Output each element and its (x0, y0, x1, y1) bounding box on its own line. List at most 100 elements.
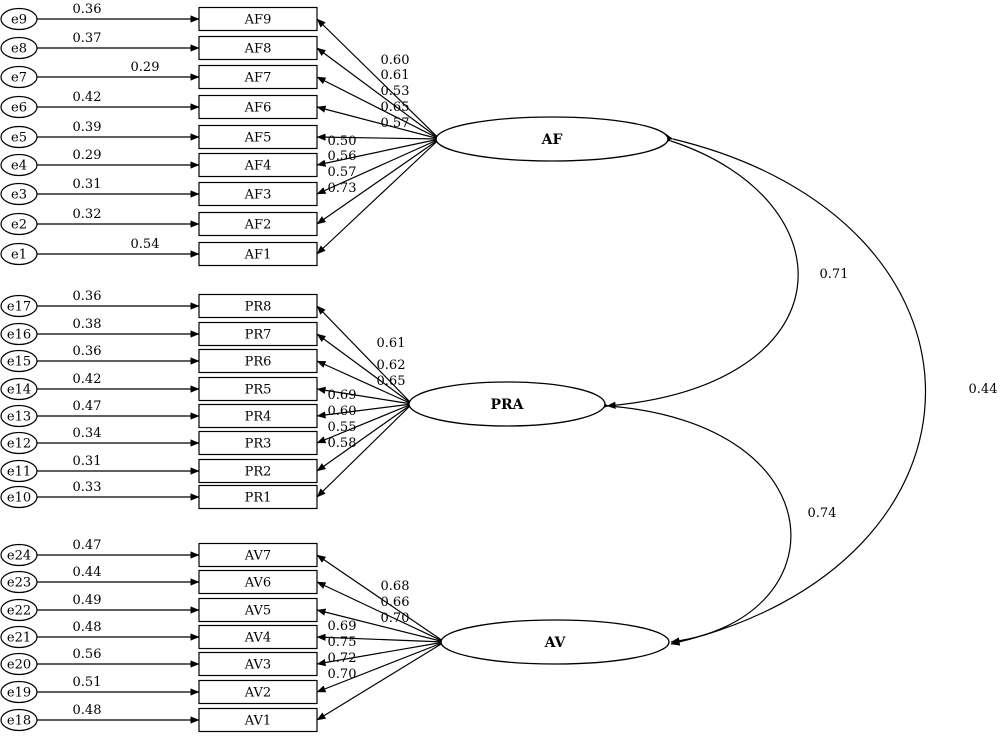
indicator-box (198, 64, 318, 90)
indicator-box (198, 569, 318, 595)
error-ellipse (0, 543, 38, 567)
error-ellipse (0, 7, 38, 31)
error-value-e5: 0.39 (73, 120, 102, 135)
indicator-node-pr8: PR8 (198, 293, 318, 319)
error-node-e9: e9 (0, 7, 38, 31)
loading-value-af9: 0.60 (381, 53, 410, 68)
indicator-node-pr4: PR4 (198, 403, 318, 429)
indicator-box (198, 241, 318, 267)
loading-value-av5: 0.70 (381, 611, 410, 626)
error-ellipse (0, 212, 38, 236)
error-value-e1: 0.54 (131, 237, 160, 252)
error-ellipse (0, 95, 38, 119)
indicator-node-af9: AF9 (198, 6, 318, 32)
indicator-box (198, 458, 318, 484)
error-node-e2: e2 (0, 212, 38, 236)
loading-path-pr7 (316, 333, 413, 405)
indicator-label: AF5 (244, 131, 272, 146)
latent-ellipse (440, 619, 670, 665)
error-ellipse (0, 570, 38, 594)
error-label: e13 (7, 410, 31, 425)
loading-value-pr6: 0.65 (377, 374, 406, 389)
indicator-label: AV7 (244, 549, 271, 564)
indicator-box (198, 679, 318, 705)
error-node-e5: e5 (0, 125, 38, 149)
correlation-value-af-pra: 0.71 (820, 267, 849, 282)
indicator-box (198, 707, 318, 733)
error-ellipse (0, 485, 38, 509)
indicator-box (198, 152, 318, 178)
loading-value-pr4: 0.60 (328, 404, 357, 419)
indicator-node-af2: AF2 (198, 211, 318, 237)
error-node-e20: e20 (0, 652, 38, 676)
error-node-e7: e7 (0, 65, 38, 89)
error-value-e8: 0.37 (73, 31, 102, 46)
indicator-box (198, 293, 318, 319)
error-node-e16: e16 (0, 322, 38, 346)
error-node-e22: e22 (0, 598, 38, 622)
indicator-label: PR5 (245, 383, 272, 398)
error-label: e8 (11, 42, 27, 57)
error-label: e21 (7, 631, 31, 646)
indicator-box (198, 376, 318, 402)
error-node-e11: e11 (0, 459, 38, 483)
loading-path-af4 (316, 138, 440, 167)
error-label: e1 (11, 248, 27, 263)
indicator-label: AV5 (244, 604, 271, 619)
latent-ellipse (408, 381, 606, 427)
error-value-e17: 0.36 (73, 289, 102, 304)
loading-value-pr7: 0.62 (377, 358, 406, 373)
error-value-e19: 0.51 (73, 675, 102, 690)
loading-path-af5 (316, 133, 440, 141)
loading-value-af8: 0.61 (381, 68, 410, 83)
indicator-node-av6: AV6 (198, 569, 318, 595)
error-value-e10: 0.33 (73, 480, 102, 495)
loading-path-af7 (316, 76, 440, 140)
error-label: e17 (7, 300, 31, 315)
indicator-label: AV2 (244, 686, 271, 701)
error-ellipse (0, 598, 38, 622)
indicator-node-af1: AF1 (198, 241, 318, 267)
loading-path-av4 (316, 633, 445, 643)
indicator-label: AV4 (244, 631, 271, 646)
indicator-label: AF6 (244, 101, 272, 116)
indicator-node-av4: AV4 (198, 624, 318, 650)
indicator-label: PR2 (245, 465, 272, 480)
indicator-label: AF4 (244, 159, 272, 174)
loading-value-av6: 0.66 (381, 595, 410, 610)
indicator-node-av2: AV2 (198, 679, 318, 705)
error-label: e23 (7, 576, 31, 591)
loading-value-av3: 0.75 (328, 635, 357, 650)
indicator-node-pr3: PR3 (198, 430, 318, 456)
error-ellipse (0, 377, 38, 401)
indicator-label: AV6 (244, 576, 271, 591)
error-ellipse (0, 125, 38, 149)
error-node-e18: e18 (0, 708, 38, 732)
loading-path-av1 (316, 641, 445, 721)
error-value-e24: 0.47 (73, 538, 102, 553)
loading-path-av6 (316, 581, 445, 643)
error-ellipse (0, 459, 38, 483)
error-value-e20: 0.56 (73, 647, 102, 662)
loading-value-av4: 0.69 (328, 619, 357, 634)
indicator-node-pr1: PR1 (198, 484, 318, 510)
indicator-node-af4: AF4 (198, 152, 318, 178)
loading-path-av7 (316, 554, 445, 643)
latent-label: PRA (490, 397, 524, 413)
error-value-e12: 0.34 (73, 426, 102, 441)
indicator-box (198, 597, 318, 623)
error-node-e17: e17 (0, 294, 38, 318)
error-node-e8: e8 (0, 36, 38, 60)
error-value-e9: 0.36 (73, 2, 102, 17)
error-node-e10: e10 (0, 485, 38, 509)
loading-path-av3 (316, 641, 445, 667)
error-label: e22 (7, 604, 31, 619)
error-label: e12 (7, 437, 31, 452)
indicator-label: PR7 (245, 328, 272, 343)
indicator-label: AF3 (244, 188, 272, 203)
error-ellipse (0, 652, 38, 676)
indicator-box (198, 403, 318, 429)
latent-pra: PRA (408, 381, 606, 427)
loading-value-af2: 0.57 (328, 165, 357, 180)
